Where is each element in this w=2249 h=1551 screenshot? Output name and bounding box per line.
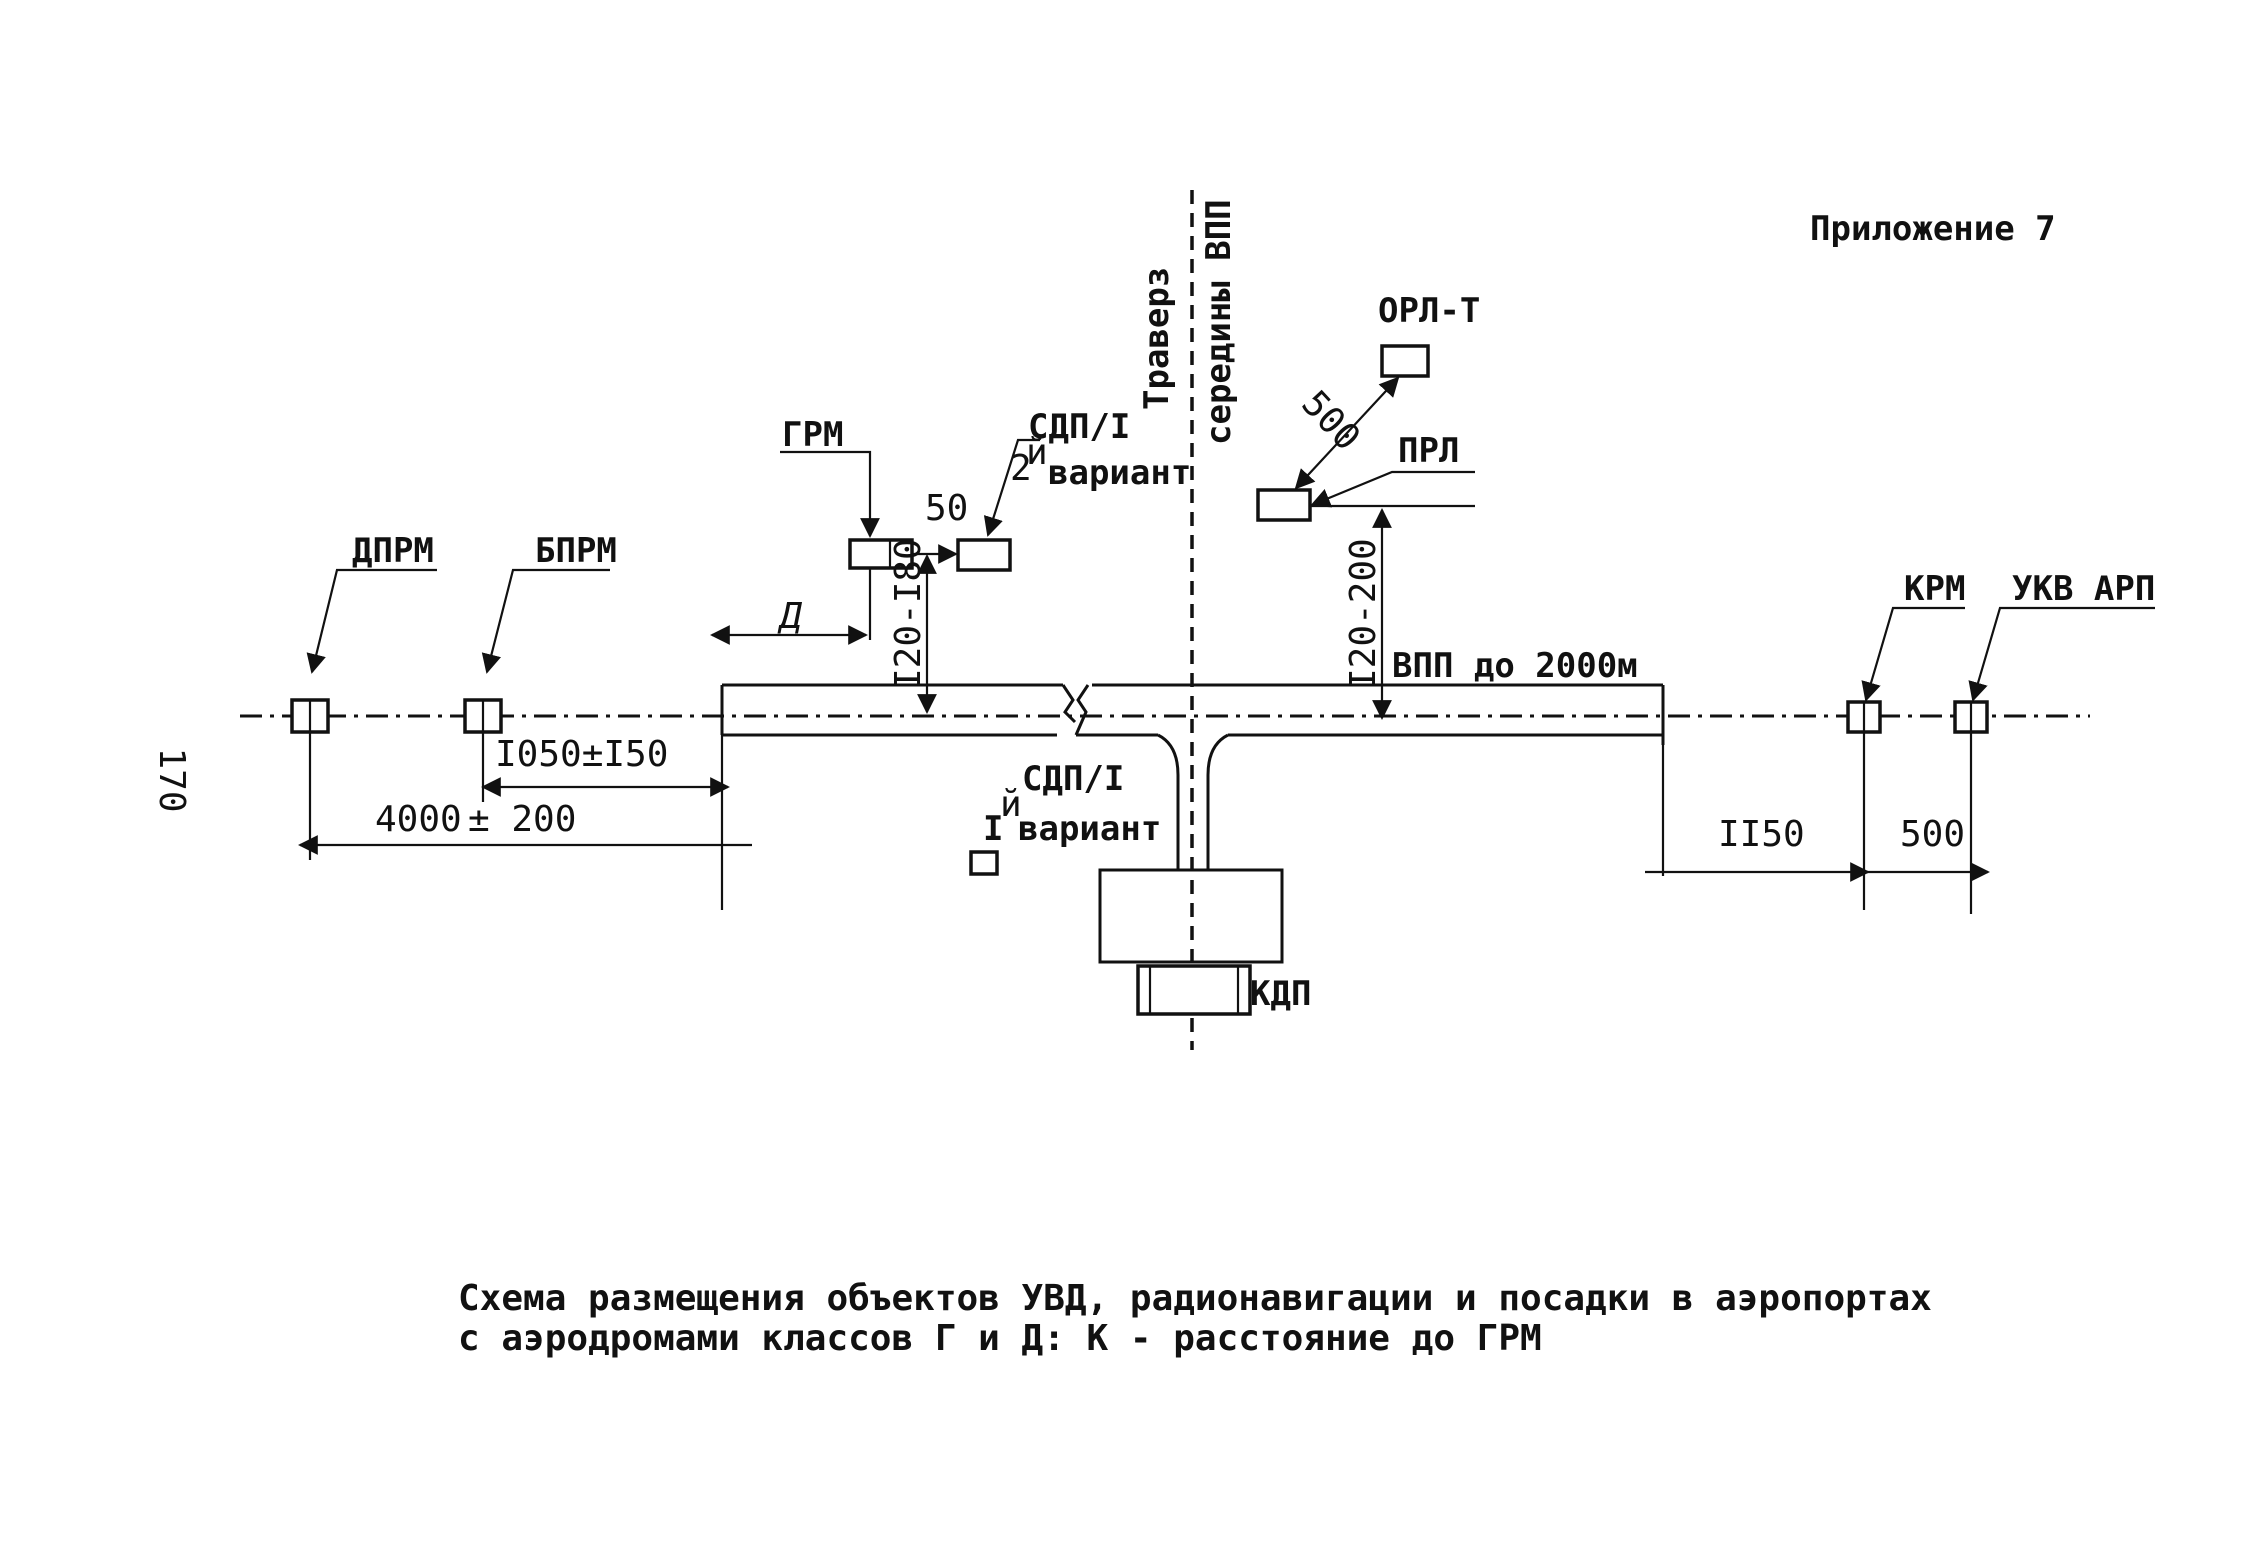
ukv-distance: 500 <box>1900 814 1965 855</box>
prl-leader <box>1310 470 1475 508</box>
sdp-v1-variant: вариант <box>1018 809 1161 849</box>
right-dimensions: II50 500 <box>1645 732 1990 914</box>
grm-object: ГРМ Д I20-I80 <box>710 415 937 714</box>
prl-offset: I20-200 <box>1343 538 1384 690</box>
ukv-leader <box>1968 606 2155 702</box>
kdp-label: КДП <box>1250 974 1311 1014</box>
krm-leader <box>1861 606 1965 702</box>
apron <box>1098 868 1284 964</box>
orl-marker <box>1380 344 1430 378</box>
kdp-building <box>1136 964 1252 1016</box>
left-dimensions: I050±I50 4000 ± 200 <box>298 732 752 910</box>
ukv-label: УКВ АРП <box>2012 569 2155 609</box>
sdp-variant-2: 50 СДП/I 2 й вариант <box>912 407 1191 572</box>
bprm-object: БПРМ <box>463 531 617 734</box>
grm-leader <box>780 450 880 538</box>
drpm-tolerance: ± 200 <box>468 799 576 840</box>
runway-break-mark <box>1061 684 1077 724</box>
caption-line-2: с аэродромами классов Г и Д: К - расстоя… <box>458 1318 1542 1359</box>
prl-object: ПРЛ I20-200 <box>1256 431 1475 720</box>
drpm-distance: 4000 <box>375 799 462 840</box>
sdp-v1-label: СДП/I <box>1022 759 1124 799</box>
grm-marker <box>848 538 914 570</box>
drpm-leader <box>306 568 437 674</box>
bprm-leader <box>481 568 610 674</box>
bprm-label: БПРМ <box>535 531 617 571</box>
sdp-v1-number: I <box>983 809 1003 849</box>
sdp-v2-suffix: й <box>1026 432 1048 473</box>
center-axis: Траверз середины ВПП <box>1137 190 1239 1050</box>
bprm-distance: I050±I50 <box>495 734 668 775</box>
sdp-v2-marker <box>956 538 1012 572</box>
axis-label-runway-middle: середины ВПП <box>1199 199 1239 445</box>
orl-label: ОРЛ-Т <box>1378 291 1480 331</box>
runway-label: ВПП до 2000м <box>1392 646 1638 686</box>
grm-label: ГРМ <box>782 415 843 455</box>
sdp-v2-label: СДП/I <box>1028 407 1130 447</box>
axis-label-traverse: Траверз <box>1137 267 1177 410</box>
sdp-v2-leader <box>983 438 1040 537</box>
sdp-v2-number: 2 <box>1010 448 1032 489</box>
drpm-label: ДПРМ <box>352 531 434 571</box>
sdp-variant-1: СДП/I I й вариант <box>969 759 1161 876</box>
krm-label: КРМ <box>1904 569 1965 609</box>
sdp-v2-variant: вариант <box>1048 453 1191 493</box>
sdp-v2-offset: 50 <box>925 488 968 529</box>
drpm-object: ДПРМ <box>290 531 437 734</box>
runway: ВПП до 2000м <box>720 646 1665 745</box>
orl-offset: 500 <box>1293 383 1367 459</box>
d-label: Д <box>777 596 803 637</box>
sdp-v1-suffix: й <box>1000 784 1022 825</box>
grm-offset: I20-I80 <box>888 538 929 690</box>
orl-offset-dimension-line <box>1294 376 1400 490</box>
taxiway-left-edge <box>1157 733 1180 870</box>
prl-label: ПРЛ <box>1398 431 1459 471</box>
sdp-v1-marker <box>969 850 999 876</box>
taxiway-right-edge <box>1206 733 1229 870</box>
caption: Схема размещения объектов УВД, радионави… <box>458 1278 1932 1359</box>
krm-object: КРМ <box>1846 569 1965 734</box>
prl-marker <box>1256 488 1312 522</box>
appendix-title: Приложение 7 <box>1810 209 2056 249</box>
caption-line-1: Схема размещения объектов УВД, радионави… <box>458 1278 1932 1319</box>
runway-break-mark-2 <box>1074 684 1090 736</box>
krm-distance: II50 <box>1718 814 1805 855</box>
page-number: 170 <box>151 747 192 812</box>
taxiway: КДП <box>1098 733 1311 1016</box>
ukv-object: УКВ АРП <box>1953 569 2155 734</box>
